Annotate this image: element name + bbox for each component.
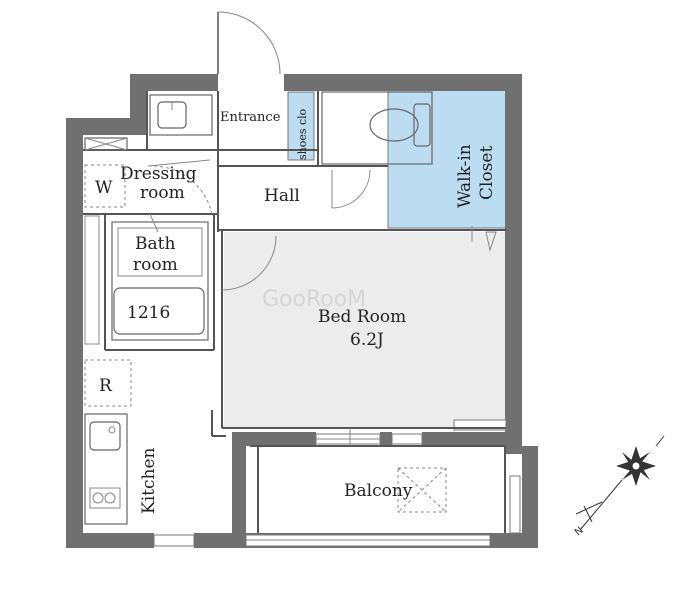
walk-in-closet-label-2: Closet	[477, 146, 497, 200]
shoes-closet-floor	[287, 91, 315, 161]
outer-walls	[66, 74, 538, 548]
fridge-label: R	[99, 376, 113, 396]
watermark: GooRooM	[262, 287, 366, 312]
bedroom-floor	[224, 232, 506, 428]
fridge-box	[84, 359, 132, 407]
bathtub	[111, 213, 209, 341]
washer-label: W	[95, 178, 113, 198]
walk-in-closet-label-1: Walk-in	[455, 144, 475, 208]
compass-rose-icon	[575, 435, 665, 531]
balcony-label: Balcony	[344, 481, 413, 501]
dressing-label-2: room	[140, 183, 185, 203]
bedroom-name-label: Bed Room	[318, 307, 406, 327]
north-label: N	[573, 525, 586, 538]
washbasin	[149, 94, 213, 136]
windows	[153, 419, 521, 547]
entrance-label: Entrance	[220, 110, 281, 125]
bath-size-label: 1216	[127, 303, 170, 323]
dressing-shelf	[84, 137, 128, 151]
walk-in-closet-floor	[387, 89, 507, 229]
bath-label-2: room	[133, 255, 178, 275]
bedroom-door[interactable]	[221, 235, 277, 291]
bath-label-1: Bath	[135, 234, 175, 254]
shoes-closet-label: shoes clo	[296, 108, 309, 160]
interior-walls	[83, 91, 506, 533]
kitchen-label: Kitchen	[139, 448, 159, 514]
washer-box	[84, 164, 126, 208]
hall-label: Hall	[264, 186, 300, 206]
dressing-label-1: Dressing	[120, 164, 197, 184]
ac-unit	[397, 467, 447, 513]
dressing-door[interactable]	[147, 159, 213, 215]
bedroom-size-label: 6.2J	[350, 330, 384, 350]
kitchen-counter	[84, 413, 128, 525]
entrance-door[interactable]	[217, 11, 281, 75]
closet-doors[interactable]	[471, 226, 497, 252]
toilet-room	[321, 91, 433, 209]
bath-wall-panel	[84, 215, 100, 345]
